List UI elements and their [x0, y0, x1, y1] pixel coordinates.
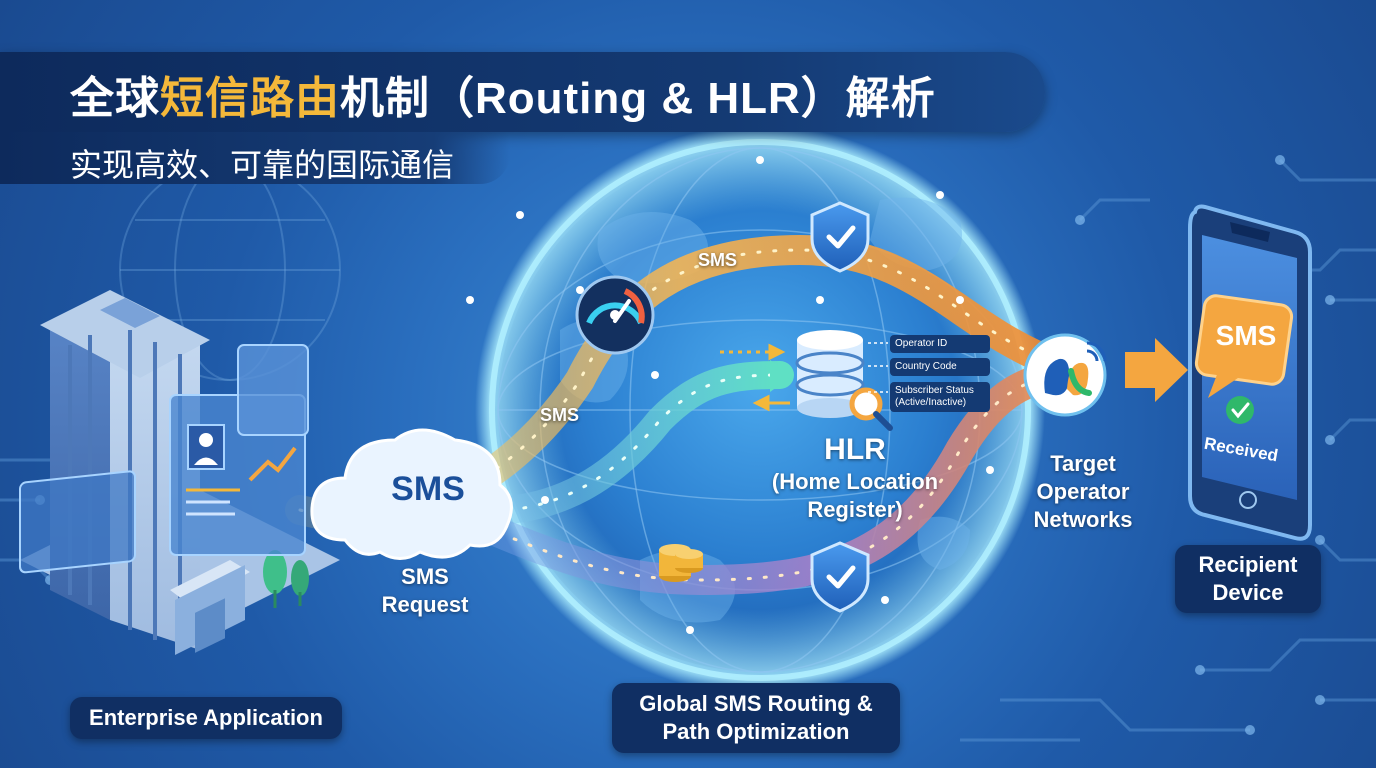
- target-label-line3: Networks: [1033, 507, 1133, 532]
- target-operator-label: Target Operator Networks: [1022, 450, 1144, 534]
- title-suffix: 机制（Routing & HLR）解析: [340, 74, 936, 123]
- hlr-field-subscriber-status: Subscriber Status (Active/Inactive): [890, 382, 990, 412]
- target-label-line1: Target: [1050, 451, 1116, 476]
- title-banner: [0, 52, 1045, 132]
- hlr-field-subscriber-status-label: Subscriber Status: [895, 385, 974, 396]
- hlr-flow-arrows: [720, 343, 790, 412]
- title-highlight: 短信路由: [160, 74, 340, 123]
- sms-request-label: SMS Request: [370, 563, 480, 619]
- recipient-device-label: Recipient Device: [1175, 545, 1321, 613]
- hlr-title: HLR: [824, 433, 886, 466]
- shield-check-icon: [810, 541, 870, 613]
- tree-icon: [263, 550, 309, 608]
- hlr-subtitle-line1: (Home Location: [771, 469, 939, 494]
- checkmark-icon: [1226, 396, 1254, 424]
- app-window-panels: [19, 344, 309, 574]
- phone-sms-bubble-text: SMS: [1215, 320, 1277, 351]
- arrow-right-icon: [1125, 338, 1188, 402]
- routing-label-line1: Global SMS Routing &: [639, 691, 873, 716]
- network-nodes: [466, 156, 994, 634]
- routing-label: Global SMS Routing & Path Optimization: [612, 683, 900, 753]
- coins-icon: [659, 544, 703, 582]
- page-subtitle: 实现高效、可靠的国际通信: [70, 147, 455, 183]
- path-label-sms: SMS: [698, 250, 738, 270]
- cloud-icon: [310, 428, 513, 560]
- target-label-line2: Operator: [1036, 479, 1130, 504]
- hlr-field-country-code: Country Code: [890, 358, 990, 376]
- cloud-sms-text: SMS: [391, 470, 465, 508]
- magnifier-icon: [849, 387, 893, 431]
- operator-logo-icon: [1023, 333, 1107, 417]
- teal-route-path: [446, 361, 794, 526]
- hlr-field-subscriber-status-values: (Active/Inactive): [895, 397, 967, 408]
- recipient-label-line2: Device: [1212, 580, 1284, 605]
- shield-check-icon: [810, 201, 870, 273]
- enterprise-application-label: Enterprise Application: [70, 697, 342, 739]
- hlr-subtitle: (Home Location Register): [755, 468, 955, 524]
- routing-label-line2: Path Optimization: [662, 719, 850, 744]
- database-icon: [795, 330, 865, 418]
- hlr-subtitle-line2: Register): [807, 497, 903, 522]
- subtitle-banner: [0, 132, 510, 184]
- chat-bubble-icon: [1194, 294, 1294, 398]
- title-prefix: 全球: [70, 74, 160, 123]
- circuit-lines: [0, 158, 1376, 742]
- sms-request-label-line2: Request: [381, 592, 469, 617]
- arrow-right-icon: [770, 360, 792, 392]
- hlr-field-operator-id: Operator ID: [890, 335, 990, 353]
- sms-request-label-line1: SMS: [401, 564, 449, 589]
- recipient-label-line1: Recipient: [1198, 552, 1298, 577]
- page-title: 全球短信路由机制（Routing & HLR）解析: [70, 62, 936, 126]
- path-label-sms: SMS: [540, 405, 580, 425]
- speedometer-icon: [575, 275, 655, 355]
- smartphone-icon: [1188, 204, 1312, 541]
